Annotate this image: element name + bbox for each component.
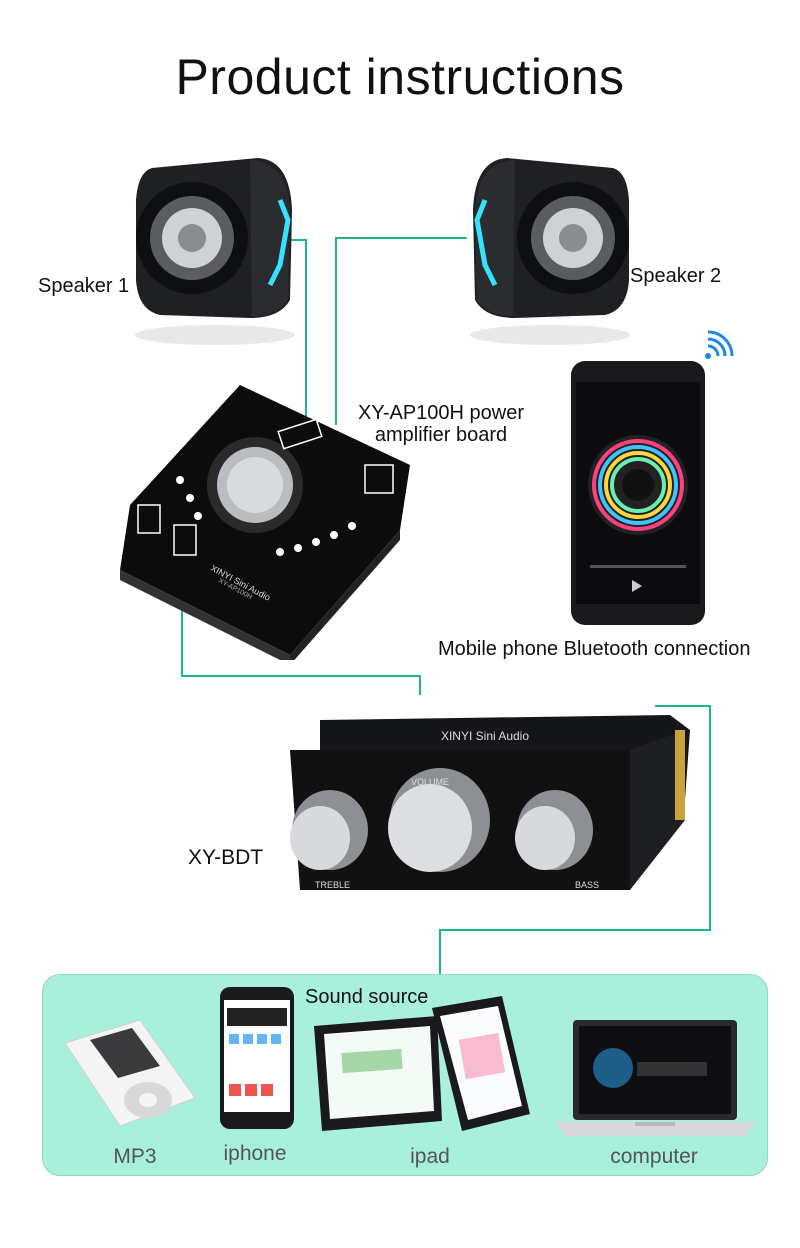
wireless-signal-icon — [705, 330, 734, 359]
source-label-computer: computer — [610, 1145, 698, 1168]
amplifier-label-line1: XY-AP100H power — [358, 402, 525, 424]
speaker-1-label: Speaker 1 — [38, 275, 130, 297]
sound-source-label: Sound source — [305, 986, 429, 1008]
page-title: Product instructions — [175, 49, 625, 105]
source-label-ipad: ipad — [410, 1145, 450, 1168]
speaker-2-label: Speaker 2 — [630, 265, 722, 287]
bass-knob-label: BASS — [575, 880, 599, 890]
amplifier-board-label: XY-AP100H power amplifier board — [358, 402, 524, 446]
preamp-board-image: XINYI Sini Audio TREBLE VOLUME BASS — [290, 715, 690, 890]
phone-caption: Mobile phone Bluetooth connection — [438, 638, 751, 660]
source-label-mp3: MP3 — [113, 1145, 157, 1168]
iphone-icon — [220, 987, 294, 1129]
ipad-icon — [314, 996, 530, 1131]
treble-knob-label: TREBLE — [315, 880, 350, 890]
source-label-iphone: iphone — [223, 1142, 287, 1165]
treble-knob — [290, 790, 368, 870]
mobile-phone-image — [571, 361, 705, 625]
amplifier-label-line2: amplifier board — [374, 424, 508, 446]
mp3-player-icon — [64, 1019, 196, 1127]
volume-knob-label: VOLUME — [411, 777, 449, 787]
amplifier-board-image: XINYI Sini Audio XY-AP100H — [120, 385, 410, 660]
speaker-2-image — [470, 158, 630, 345]
preamp-label: XY-BDT — [188, 846, 264, 869]
bass-knob — [515, 790, 593, 870]
volume-knob — [388, 768, 490, 872]
laptop-icon — [555, 1020, 755, 1136]
preamp-brand-print: XINYI Sini Audio — [441, 729, 529, 743]
speaker-1-image — [135, 158, 295, 345]
